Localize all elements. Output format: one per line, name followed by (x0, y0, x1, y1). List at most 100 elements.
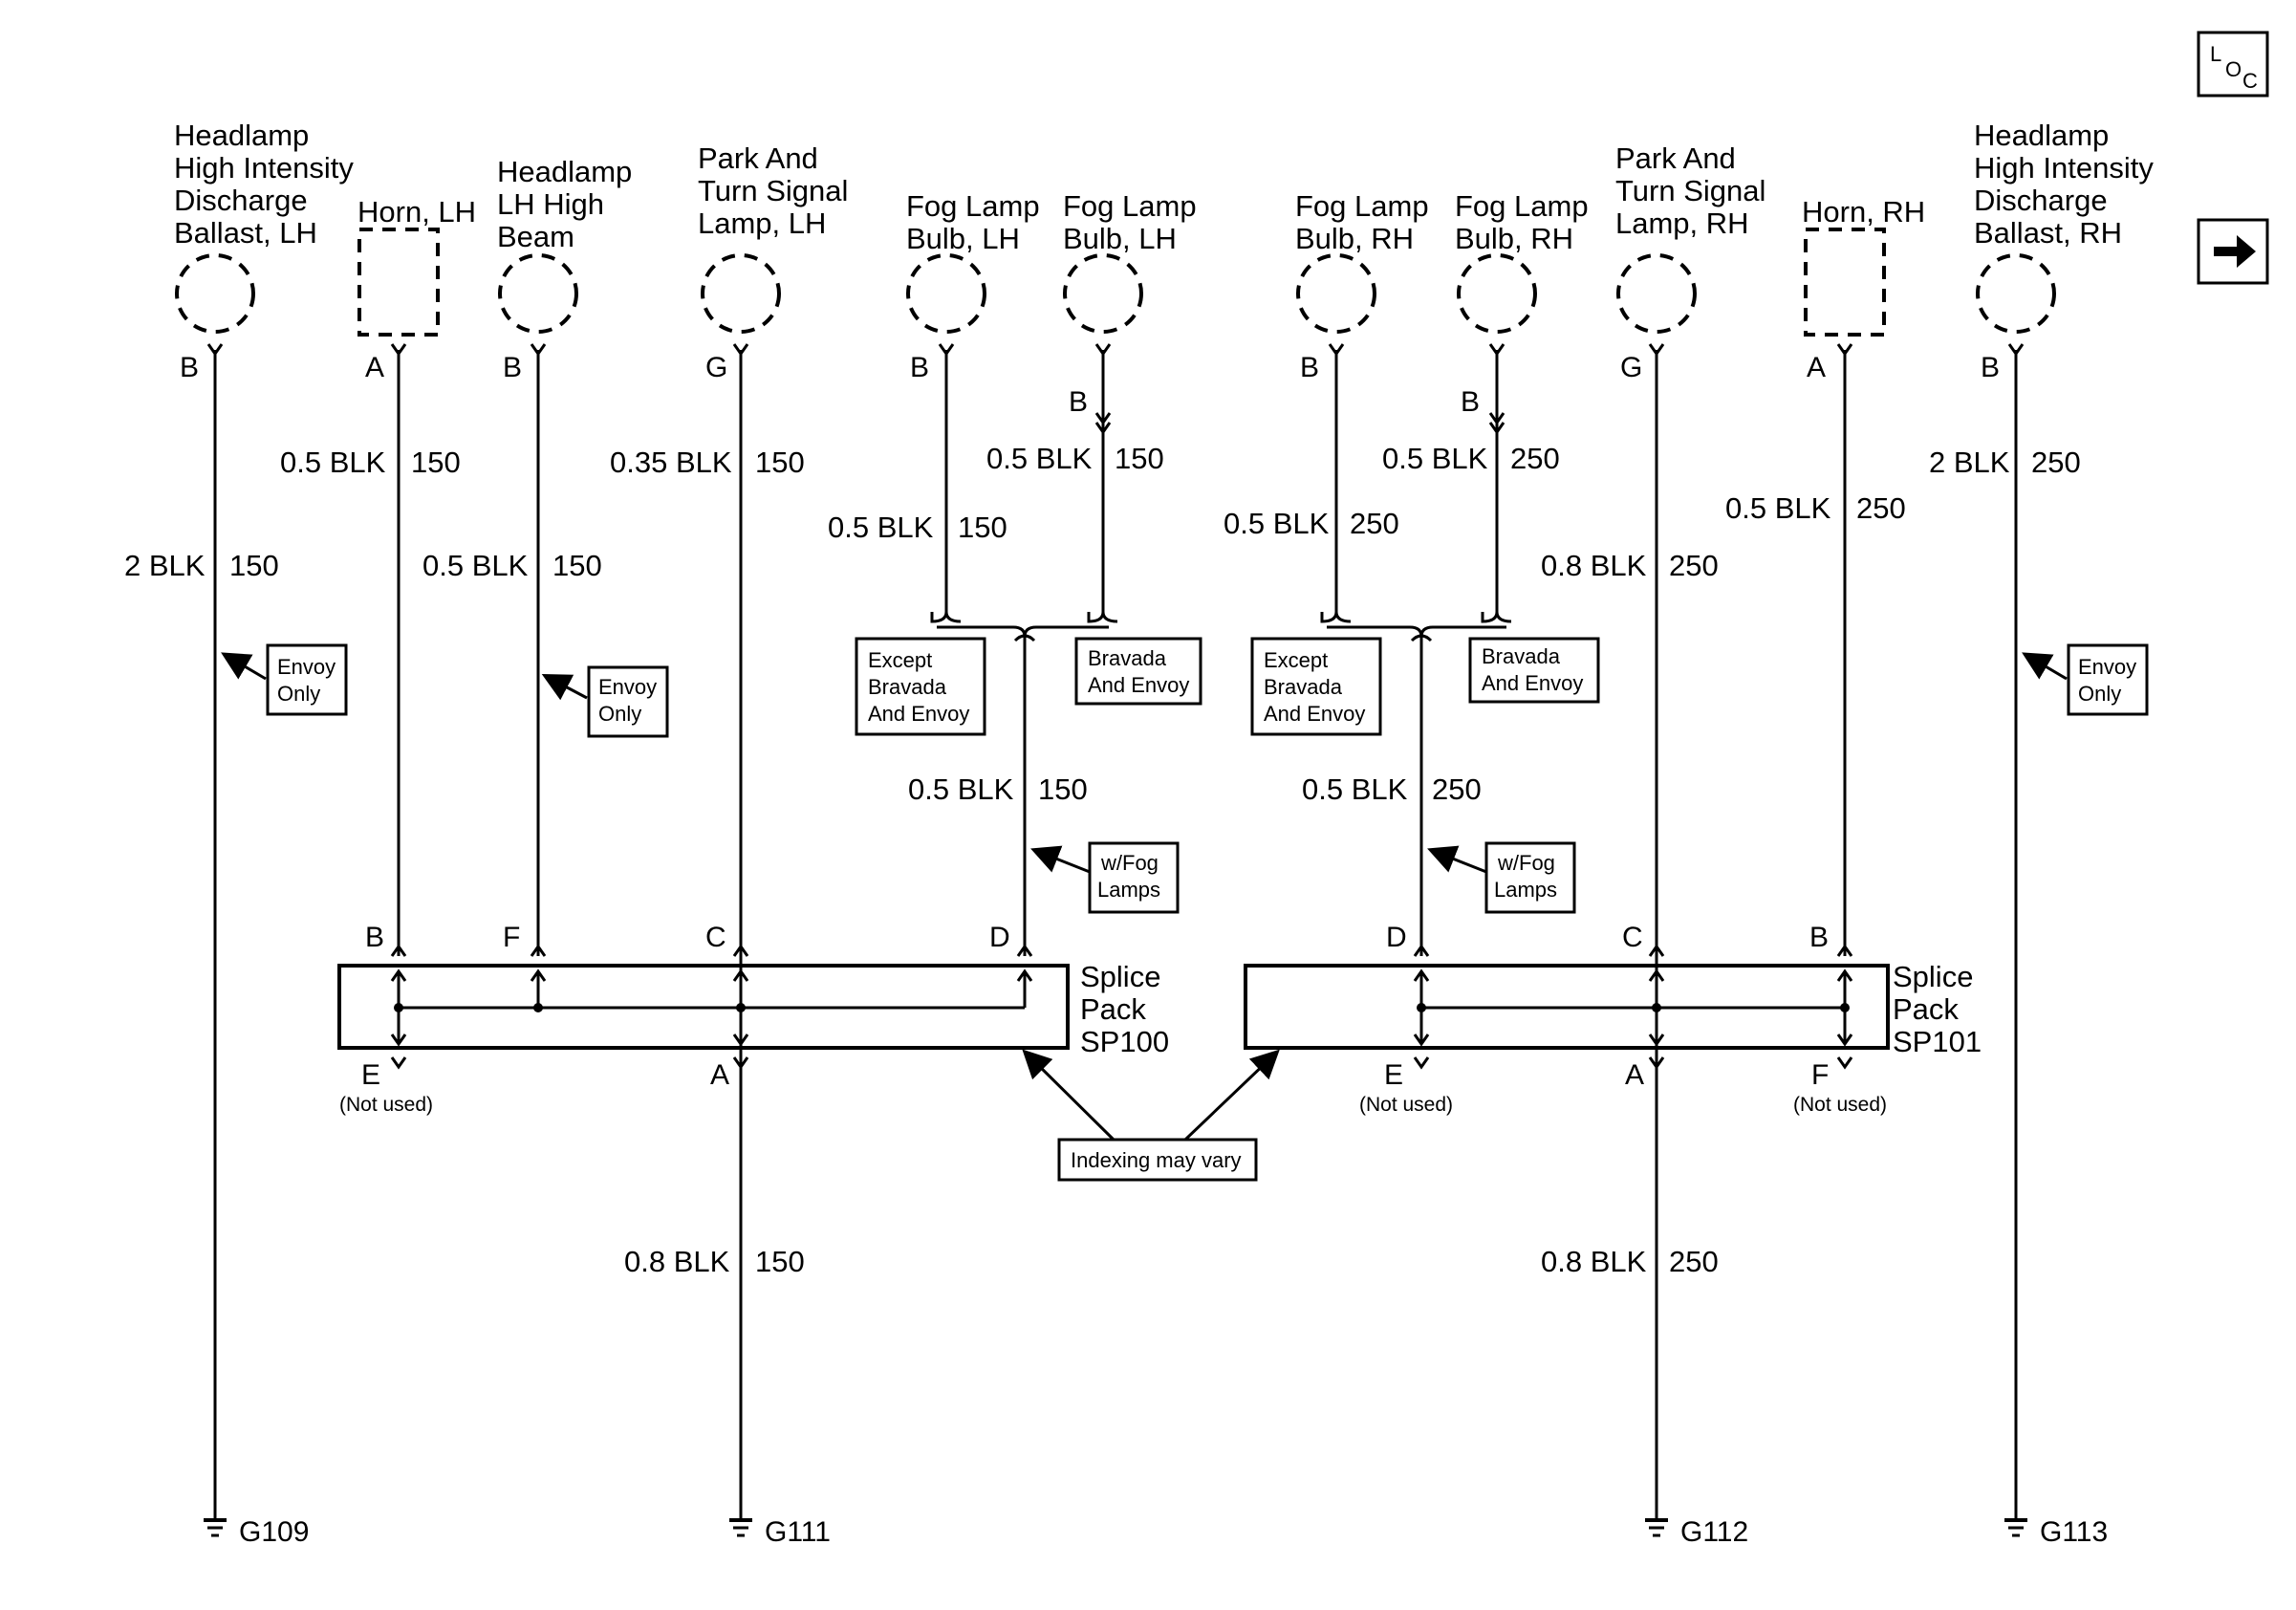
svg-text:0.5 BLK: 0.5 BLK (1224, 507, 1330, 540)
pin-label: A (1625, 1059, 1644, 1091)
hid-rh-symbol (1976, 253, 2056, 334)
pin-label: C (705, 922, 726, 953)
svg-text:150: 150 (958, 511, 1007, 544)
svg-text:Horn, RH: Horn, RH (1802, 195, 1925, 228)
pin-label: B (1461, 386, 1480, 418)
svg-text:2 BLK: 2 BLK (1929, 446, 2010, 479)
svg-text:0.8 BLK: 0.8 BLK (1541, 1245, 1647, 1278)
next-page-arrow-icon[interactable] (2197, 218, 2269, 285)
svg-text:150: 150 (755, 446, 805, 479)
fog1-lh-symbol (906, 253, 986, 334)
svg-text:250: 250 (1350, 507, 1399, 540)
svg-text:Indexing may vary: Indexing may vary (1071, 1148, 1242, 1172)
not-used-label: (Not used) (339, 1094, 433, 1116)
wire-label-sp100-out: 0.8 BLK 150 (624, 1245, 805, 1278)
ground-g111: G111 (729, 1516, 831, 1548)
park-lh-symbol (701, 253, 781, 334)
svg-text:G113: G113 (2040, 1516, 2108, 1548)
wire-label-fog-lh-common: 0.5 BLK 150 (908, 772, 1088, 806)
svg-text:150: 150 (755, 1245, 805, 1278)
ground-g112: G112 (1645, 1516, 1748, 1548)
wire-label-fog2-lh: 0.5 BLK 150 (986, 442, 1164, 475)
svg-text:0.35 BLK: 0.35 BLK (610, 446, 732, 479)
svg-text:0.5 BLK: 0.5 BLK (828, 511, 934, 544)
wire-label-fog-rh-common: 0.5 BLK 250 (1302, 772, 1482, 806)
svg-text:250: 250 (1669, 549, 1719, 582)
wires (213, 350, 2018, 1520)
location-icon[interactable]: L O C (2197, 31, 2269, 98)
svg-text:150: 150 (411, 446, 461, 479)
hid-lh-symbol (175, 253, 255, 334)
fog-lh-option-branch (930, 611, 1118, 642)
wire-label-sp101-out: 0.8 BLK 250 (1541, 1245, 1719, 1278)
pin-label: E (1384, 1059, 1403, 1091)
horn-lh-symbol (357, 228, 440, 337)
ground-g109: G109 (204, 1516, 309, 1548)
svg-text:0.5 BLK: 0.5 BLK (280, 446, 386, 479)
pin-label: F (1811, 1059, 1829, 1091)
wire-label-hb-lh: 0.5 BLK 150 (422, 549, 602, 582)
fog2-lh-symbol (1063, 253, 1143, 334)
pin-label: B (365, 922, 384, 953)
wire-label-horn-lh: 0.5 BLK 150 (280, 446, 461, 479)
pin-label: G (1620, 352, 1642, 383)
fog-rh-option-branch (1320, 611, 1512, 642)
pin-label: B (1300, 352, 1319, 383)
pin-label: D (989, 922, 1010, 953)
wire-label-fog2-rh: 0.5 BLK 250 (1382, 442, 1560, 475)
wire-label-fog1-lh: 0.5 BLK 150 (828, 511, 1007, 544)
svg-text:250: 250 (1510, 442, 1560, 475)
svg-text:Horn, LH: Horn, LH (357, 195, 476, 228)
svg-text:150: 150 (1038, 772, 1088, 806)
component-horn-lh: Horn, LH (357, 195, 476, 228)
svg-text:0.8 BLK: 0.8 BLK (624, 1245, 730, 1278)
not-used-label: (Not used) (1359, 1094, 1453, 1116)
pin-label: A (710, 1059, 729, 1091)
hb-lh-symbol (498, 253, 578, 334)
svg-text:150: 150 (229, 549, 279, 582)
pin-label: F (503, 922, 520, 953)
not-used-label: (Not used) (1793, 1094, 1887, 1116)
wire-label-park-lh: 0.35 BLK 150 (610, 446, 805, 479)
svg-text:C: C (2242, 69, 2258, 93)
svg-text:250: 250 (1432, 772, 1482, 806)
pin-label: B (910, 352, 929, 383)
svg-text:2 BLK: 2 BLK (124, 549, 206, 582)
ground-g113: G113 (2004, 1516, 2108, 1548)
pin-label: A (365, 352, 384, 383)
pin-label: A (1807, 352, 1826, 383)
pin-label: E (361, 1059, 380, 1091)
component-horn-rh: Horn, RH (1802, 195, 1925, 228)
svg-text:150: 150 (1115, 442, 1164, 475)
wire-label-fog1-rh: 0.5 BLK 250 (1224, 507, 1399, 540)
svg-text:O: O (2225, 57, 2242, 81)
svg-text:0.5 BLK: 0.5 BLK (1382, 442, 1488, 475)
